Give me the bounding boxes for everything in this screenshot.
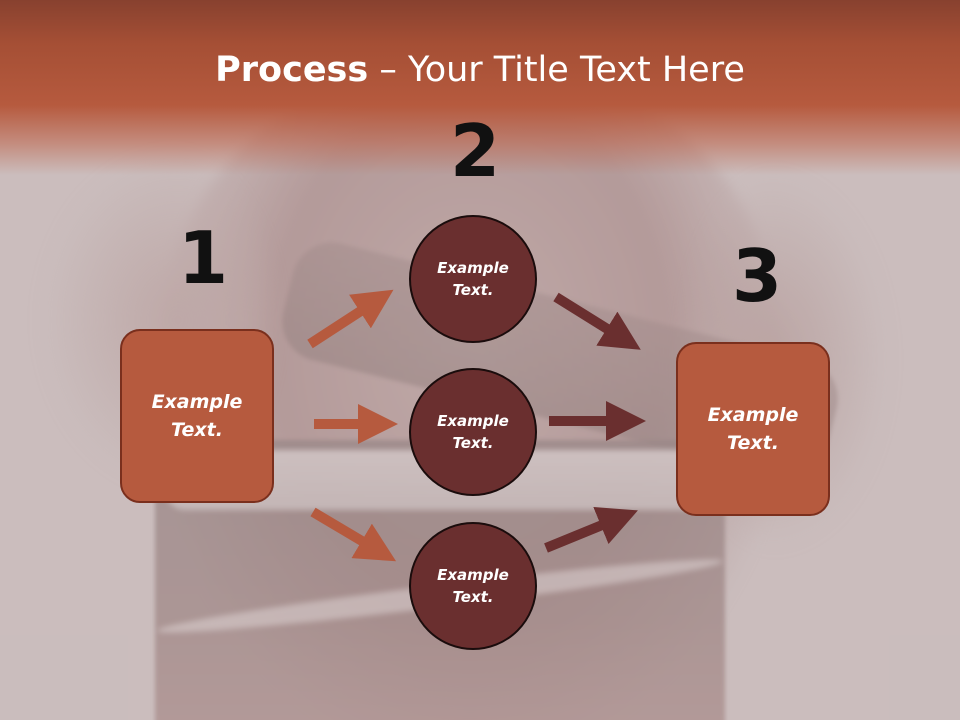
step-1-box-line-1: Example bbox=[151, 390, 243, 413]
step-1-box-line-2: Text. bbox=[171, 419, 223, 441]
step-number-2: 2 bbox=[450, 109, 501, 193]
circle-middle-line-1: Example bbox=[437, 411, 509, 430]
slide-title-bold: Process bbox=[215, 50, 369, 90]
step-3-box: Example Text. bbox=[676, 342, 830, 516]
title-band bbox=[0, 0, 960, 175]
circle-bottom-label: Example Text. bbox=[411, 564, 535, 609]
step-3-box-label: Example Text. bbox=[678, 401, 828, 458]
slide-title-rest: – Your Title Text Here bbox=[368, 50, 745, 90]
arrow-to-circle-top bbox=[307, 289, 394, 349]
slide-title: Process – Your Title Text Here bbox=[0, 50, 960, 90]
circle-top-line-1: Example bbox=[437, 258, 509, 277]
step-number-3: 3 bbox=[732, 234, 783, 318]
circle-bottom-line-2: Text. bbox=[452, 588, 494, 606]
step-3-box-line-1: Example bbox=[707, 403, 799, 426]
step-2-circle-bottom: Example Text. bbox=[409, 522, 537, 650]
circle-bottom-line-1: Example bbox=[437, 565, 509, 584]
arrow-to-circle-bottom bbox=[310, 507, 397, 562]
step-number-1: 1 bbox=[178, 216, 229, 300]
step-1-box-label: Example Text. bbox=[122, 388, 272, 445]
circle-middle-label: Example Text. bbox=[411, 410, 535, 455]
circle-middle-line-2: Text. bbox=[452, 434, 494, 452]
circle-top-line-2: Text. bbox=[452, 281, 494, 299]
step-2-circle-top: Example Text. bbox=[409, 215, 537, 343]
circle-top-label: Example Text. bbox=[411, 257, 535, 302]
arrow-from-circle-bottom bbox=[544, 507, 638, 553]
step-2-circle-middle: Example Text. bbox=[409, 368, 537, 496]
step-1-box: Example Text. bbox=[120, 329, 274, 503]
step-3-box-line-2: Text. bbox=[727, 432, 779, 454]
arrow-from-circle-top bbox=[553, 292, 641, 350]
